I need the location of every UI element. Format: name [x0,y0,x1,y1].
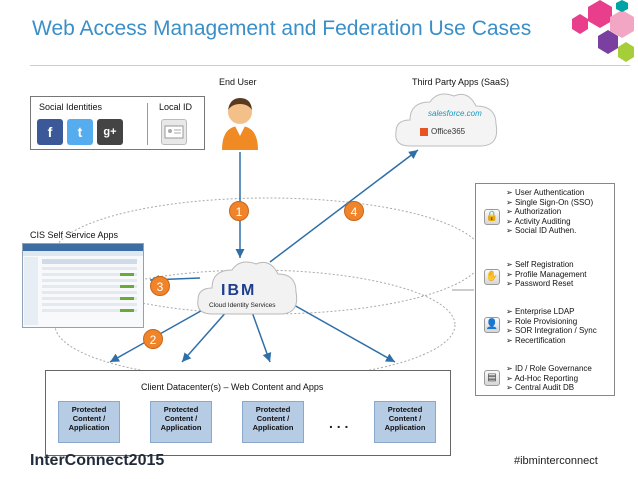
feature-item: ➢ Enterprise LDAP [506,307,575,316]
client-datacenter-box: Client Datacenter(s) – Web Content and A… [45,370,451,456]
feature-group-governance: ➢ ID / Role Governance ➢ Ad-Hoc Reportin… [506,364,592,393]
feature-item: ➢ ID / Role Governance [506,364,592,373]
feature-item: ➢ Profile Management [506,269,587,279]
step-3-badge: 3 [150,276,170,296]
protected-content-box: Protected Content / Application [242,401,304,443]
saas-cloud-icon [395,93,498,147]
feature-group-access: ➢ User Authentication ➢ Single Sign-On (… [506,188,593,236]
person-icon: 👤 [484,317,500,333]
feature-item: ➢ SOR Integration / Sync [506,326,597,335]
feature-item: ➢ Single Sign-On (SSO) [506,197,594,207]
feature-group-provisioning: ➢ Enterprise LDAP ➢ Role Provisioning ➢ … [506,307,597,345]
facebook-icon: f [37,119,63,145]
self-service-apps-label: CIS Self Service Apps [30,230,119,240]
self-service-app-screenshot [22,243,144,328]
hand-icon: ✋ [484,269,500,285]
datacenter-label: Client Datacenter(s) – Web Content and A… [141,382,324,392]
page-title: Web Access Management and Federation Use… [32,17,532,40]
feature-item: ➢ Authorization [506,207,562,216]
step-4-badge: 4 [344,201,364,221]
office365-logo: Office365 [431,127,466,136]
third-party-apps-label: Third Party Apps (SaaS) [412,77,510,87]
step-1-badge: 1 [229,201,249,221]
more-ellipsis: . . . [329,415,349,431]
hexagon-decoration [572,0,634,62]
identity-sources-box: Social Identities Local ID f t g+ [30,96,205,150]
title-divider [30,65,630,66]
id-card-icon [161,119,187,145]
protected-content-box: Protected Content / Application [374,401,436,443]
local-id-label: Local ID [159,102,193,112]
interconnect-logo: InterConnect2015 [30,452,165,469]
lock-icon: 🔒 [484,209,500,225]
ibm-logo: IBM [221,282,257,299]
ibm-cloud-shape [197,261,298,315]
end-user-label: End User [219,77,257,87]
social-identities-label: Social Identities [39,102,103,112]
identity-divider [147,103,148,145]
protected-content-box: Protected Content / Application [150,401,212,443]
feature-item: ➢ Role Provisioning [506,316,578,326]
feature-item: ➢ Activity Auditing [506,216,571,226]
google-plus-icon: g+ [97,119,123,145]
feature-item: ➢ Self Registration [506,260,574,269]
feature-item: ➢ User Authentication [506,188,585,197]
id-card-icon: ▤ [484,370,500,386]
capabilities-box: 🔒 ➢ User Authentication ➢ Single Sign-On… [475,183,615,396]
feature-item: ➢ Central Audit DB [506,383,575,392]
feature-item: ➢ Ad-Hoc Reporting [506,373,579,383]
hashtag-label: #ibminterconnect [514,455,598,467]
feature-item: ➢ Password Reset [506,279,574,288]
salesforce-logo: salesforce.com [428,109,482,118]
user-avatar-icon [222,98,258,150]
feature-item: ➢ Recertification [506,335,566,345]
twitter-icon: t [67,119,93,145]
protected-content-box: Protected Content / Application [58,401,120,443]
step-2-badge: 2 [143,329,163,349]
office365-icon [420,128,428,136]
feature-group-self-service: ➢ Self Registration ➢ Profile Management… [506,260,587,289]
feature-item: ➢ Social ID Authen. [506,226,577,235]
cloud-identity-services-label: Cloud Identity Services [209,302,276,309]
